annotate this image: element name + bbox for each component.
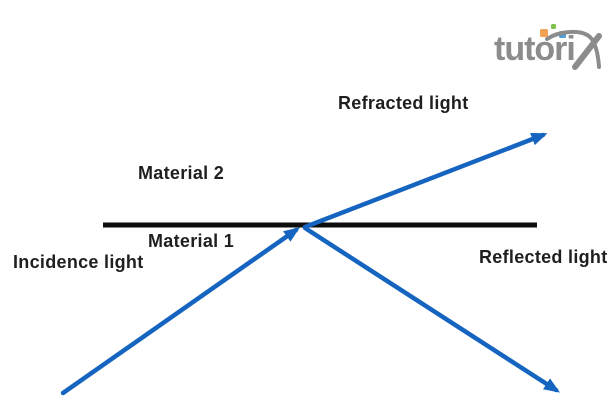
logo-x-swoosh	[545, 30, 601, 69]
logo-square-orange-icon	[540, 29, 548, 37]
label-reflected-light: Reflected light	[479, 247, 608, 267]
label-refracted-light: Refracted light	[338, 93, 469, 113]
logo-text-main: tutori	[494, 30, 576, 68]
refracted-ray	[302, 132, 548, 230]
incidence-ray	[60, 227, 300, 396]
label-material-2: Material 2	[138, 163, 225, 183]
label-incidence-light: Incidence light	[13, 252, 144, 272]
logo-x-glyph	[545, 30, 602, 70]
logo-square-green-icon	[551, 24, 556, 29]
tutorix-logo: tutori	[494, 22, 614, 70]
reflected-ray	[302, 225, 561, 393]
label-material-1: Material 1	[148, 231, 235, 251]
